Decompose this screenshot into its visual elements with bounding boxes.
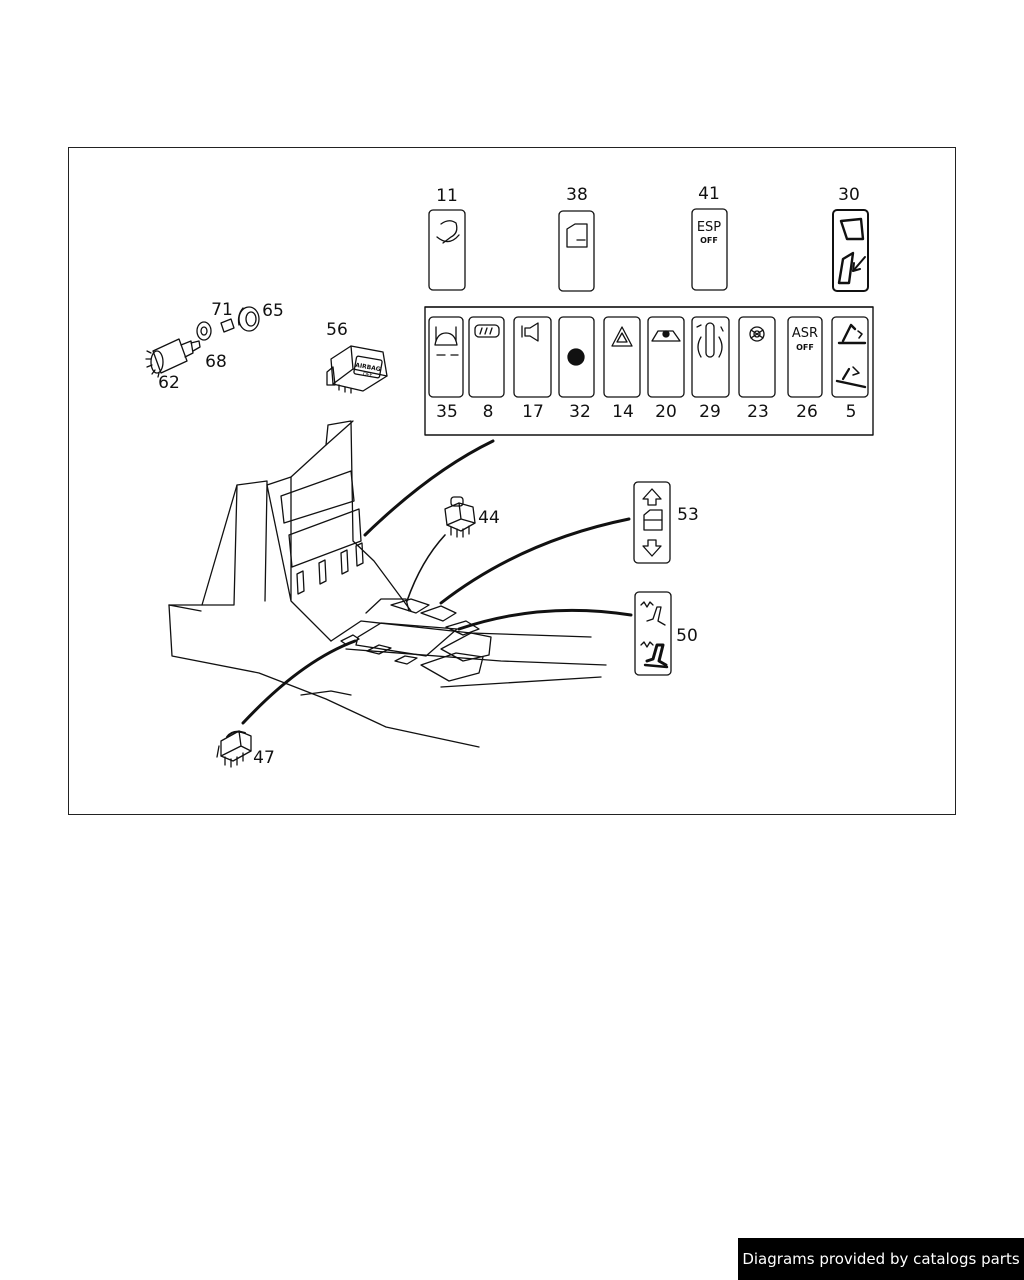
part-44 [444, 496, 476, 538]
asr-off-label: OFF [796, 343, 814, 352]
callout-5: 5 [846, 402, 857, 422]
switch-panel-diagram: ESP OFF ASR OFF AIRBAG OFF 11 38 41 30 3… [145, 184, 874, 768]
part-65 [237, 306, 260, 332]
callout-17: 17 [522, 402, 544, 422]
callout-11: 11 [436, 186, 458, 206]
switch-11 [428, 209, 466, 291]
callout-20: 20 [655, 402, 677, 422]
callout-32: 32 [569, 402, 591, 422]
part-71 [220, 318, 235, 333]
callout-47: 47 [253, 748, 275, 768]
callout-65: 65 [262, 301, 284, 321]
callout-29: 29 [699, 402, 721, 422]
center-console [168, 420, 607, 748]
callout-68: 68 [205, 352, 227, 372]
callout-38: 38 [566, 185, 588, 205]
airbag-label: AIRBAG [355, 362, 382, 373]
leader-line-44 [406, 534, 446, 602]
switch-35 [428, 316, 464, 398]
diagram-frame: ESP OFF ASR OFF AIRBAG OFF 11 38 41 30 3… [68, 147, 956, 815]
callout-41: 41 [698, 184, 720, 204]
switch-32 [558, 316, 595, 398]
switch-14 [603, 316, 641, 398]
callout-23: 23 [747, 402, 769, 422]
switch-38 [558, 210, 595, 292]
callout-35: 35 [436, 402, 458, 422]
switch-23 [738, 316, 776, 398]
callout-30: 30 [838, 185, 860, 205]
callout-44: 44 [478, 508, 500, 528]
leader-lines [241, 439, 633, 725]
callout-14: 14 [612, 402, 634, 422]
switch-8 [468, 316, 505, 398]
callout-8: 8 [483, 402, 494, 422]
callout-62: 62 [158, 373, 180, 393]
switch-41-esp [691, 208, 728, 291]
switch-5 [831, 316, 869, 398]
footer-banner: Diagrams provided by catalogs parts [738, 1238, 1024, 1280]
switch-30 [832, 209, 869, 292]
switch-17 [513, 316, 552, 398]
part-56-airbag-switch [326, 345, 388, 394]
switch-26-asr [787, 316, 823, 398]
airbag-off-label: OFF [362, 371, 373, 379]
footer-text: Diagrams provided by catalogs parts [742, 1250, 1020, 1268]
switch-panel [424, 306, 874, 436]
switch-50 [634, 591, 672, 676]
callout-26: 26 [796, 402, 818, 422]
asr-label: ASR [792, 326, 818, 341]
part-47 [216, 730, 252, 768]
part-68 [196, 321, 212, 341]
esp-label: ESP [697, 220, 721, 235]
switch-20 [647, 316, 685, 398]
callout-56: 56 [326, 320, 348, 340]
switch-29 [691, 316, 730, 398]
callout-71: 71 [211, 300, 233, 320]
callout-53: 53 [677, 505, 699, 525]
callout-50: 50 [676, 626, 698, 646]
esp-off-label: OFF [700, 236, 718, 245]
switch-53 [633, 481, 671, 564]
part-62 [145, 338, 201, 378]
